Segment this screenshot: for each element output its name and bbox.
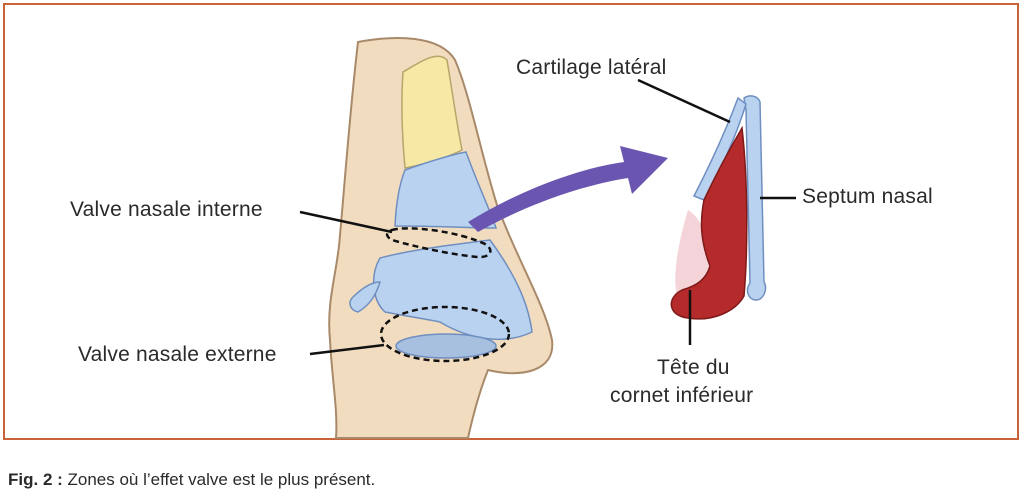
turbinate-head [670, 125, 748, 320]
caption-number: Fig. 2 : [8, 470, 63, 489]
nose-diagram [299, 37, 796, 439]
label-septum-nasal: Septum nasal [802, 185, 933, 208]
external-valve-outline [379, 305, 511, 363]
label-valve-interne: Valve nasale interne [70, 198, 263, 221]
upper-lateral-cartilage [394, 151, 498, 229]
valve-interne-leader [299, 210, 393, 234]
nostril [395, 333, 497, 359]
lower-lateral-cartilage [373, 239, 533, 341]
internal-valve-outline [385, 227, 492, 259]
caption-text: Zones où l’effet valve est le plus prése… [62, 470, 376, 489]
pointer-arrow [468, 146, 668, 232]
accessory-cartilage [349, 281, 382, 313]
septum-nasal-shape [743, 95, 767, 301]
cartilage-leader [637, 78, 731, 124]
figure-caption: Fig. 2 : Zones où l’effet valve est le p… [8, 470, 375, 490]
label-cartilage-lateral: Cartilage latéral [516, 56, 667, 79]
label-tete-line1: Tête du [657, 356, 730, 379]
valve-externe-leader [309, 343, 385, 356]
nasal-bone [401, 55, 463, 169]
label-valve-externe: Valve nasale externe [78, 343, 277, 366]
label-tete-line2: cornet inférieur [610, 384, 754, 407]
